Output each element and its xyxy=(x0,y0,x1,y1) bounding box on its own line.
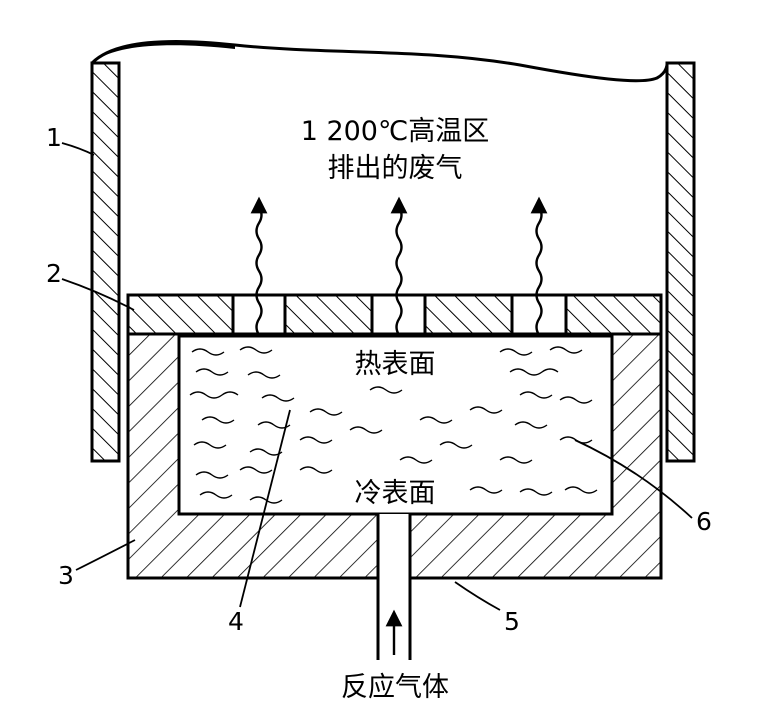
exhaust-arrows xyxy=(250,196,548,336)
leader-2 xyxy=(61,278,135,311)
part-number-6: 6 xyxy=(696,507,712,536)
outer-tube-left-wall xyxy=(90,61,121,463)
bottom-caption: 反应气体 xyxy=(341,672,449,703)
outer-tube xyxy=(90,39,696,463)
tube-top-break-line xyxy=(90,39,669,83)
leader-4 xyxy=(239,409,291,608)
leader-3 xyxy=(75,539,136,571)
part-number-4: 4 xyxy=(228,607,244,636)
leader-5 xyxy=(454,581,501,611)
part-number-2: 2 xyxy=(46,259,62,288)
hot-surface-label: 热表面 xyxy=(355,349,436,380)
leader-lines xyxy=(61,142,693,611)
caption-line2: 排出的废气 xyxy=(328,153,463,184)
leader-1 xyxy=(61,142,95,156)
melt-texture xyxy=(189,346,598,504)
part-number-5: 5 xyxy=(504,607,520,636)
part-number-1: 1 xyxy=(46,123,62,152)
caption-line1: 1 200℃高温区 xyxy=(301,116,490,147)
part-number-3: 3 xyxy=(58,561,74,590)
leader-6 xyxy=(574,439,693,519)
tube-top-break-thick xyxy=(92,41,235,63)
outer-tube-right-wall xyxy=(665,61,696,463)
vent-plate xyxy=(126,293,663,336)
crucible-body xyxy=(126,332,663,660)
cold-surface-label: 冷表面 xyxy=(355,478,436,509)
